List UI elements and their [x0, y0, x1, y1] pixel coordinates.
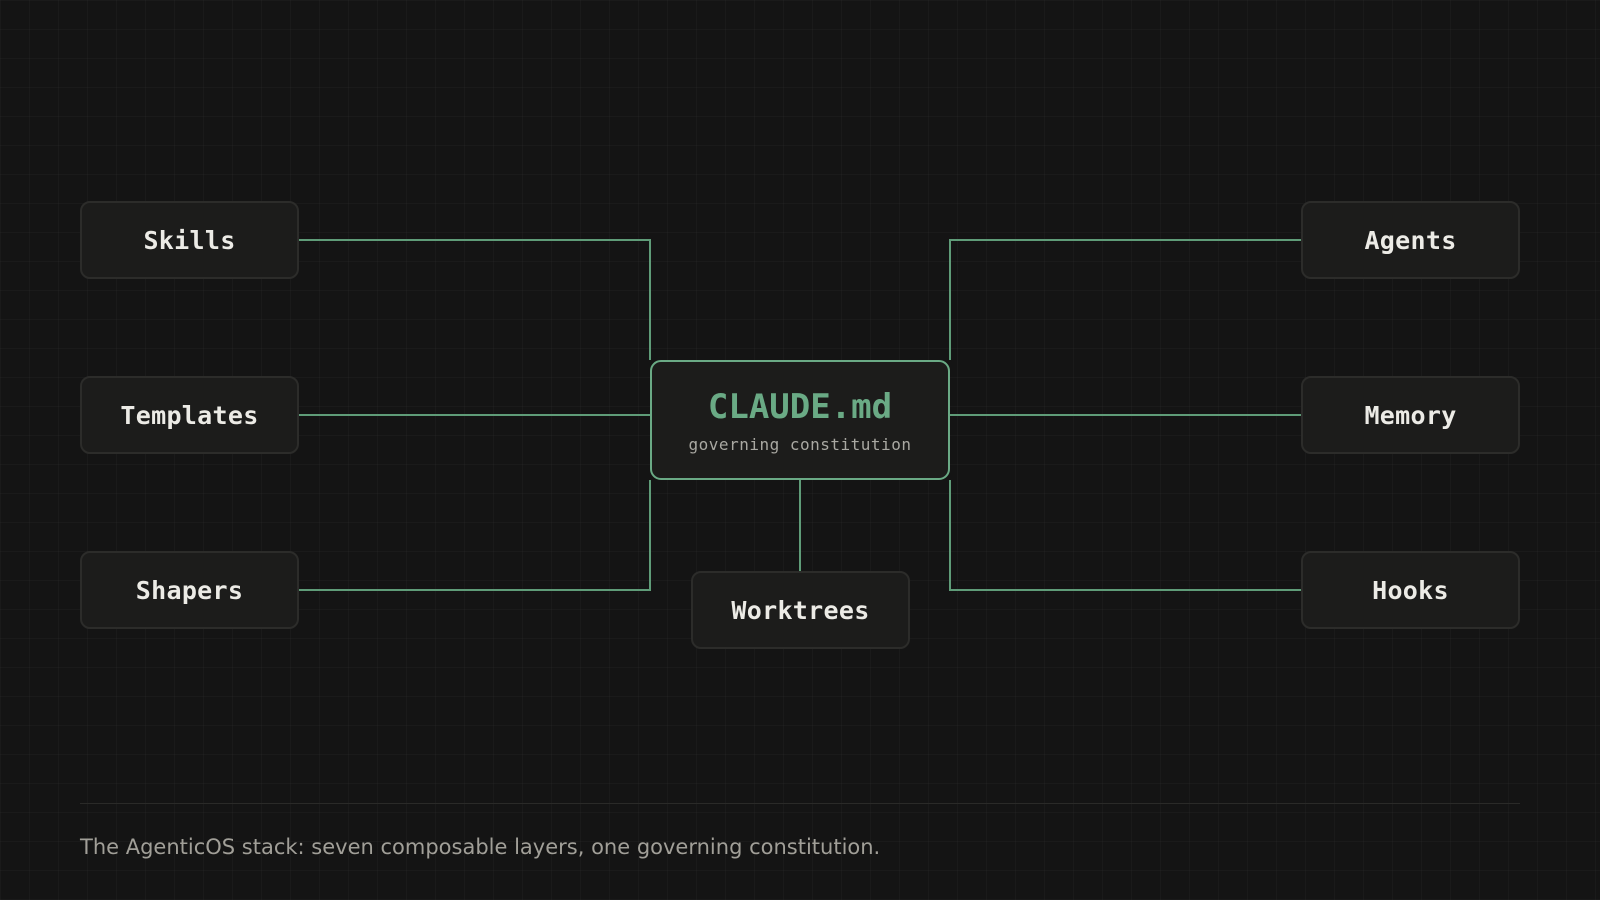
center-node-subtitle: governing constitution	[688, 434, 912, 454]
center-node-claude-md[interactable]: CLAUDE.md governing constitution	[650, 360, 950, 480]
node-agents[interactable]: Agents	[1301, 201, 1520, 279]
node-skills[interactable]: Skills	[80, 201, 299, 279]
node-worktrees[interactable]: Worktrees	[691, 571, 910, 649]
connector-agents	[949, 239, 1301, 360]
connector-hooks	[949, 480, 1301, 591]
node-hooks[interactable]: Hooks	[1301, 551, 1520, 629]
node-shapers[interactable]: Shapers	[80, 551, 299, 629]
caption-divider	[80, 803, 1520, 804]
connector-skills	[299, 239, 651, 360]
node-templates[interactable]: Templates	[80, 376, 299, 454]
node-memory[interactable]: Memory	[1301, 376, 1520, 454]
center-node-title: CLAUDE.md	[707, 386, 893, 427]
connector-shapers	[299, 480, 651, 591]
diagram-caption: The AgenticOS stack: seven composable la…	[80, 835, 881, 859]
